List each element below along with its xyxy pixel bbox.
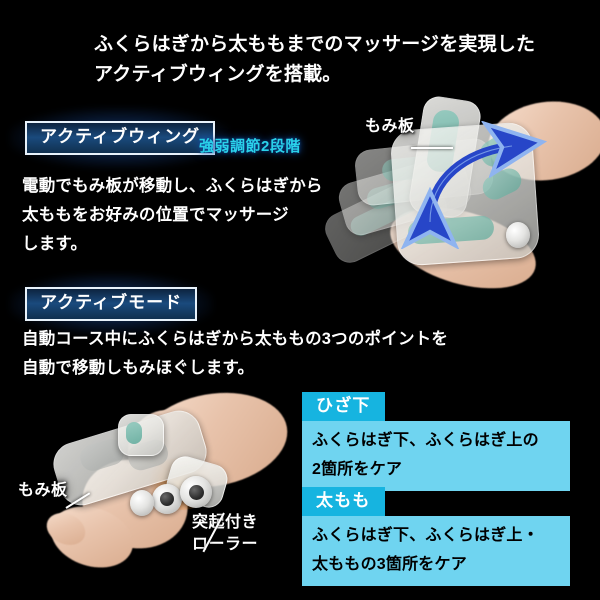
- section-body-active-wing: 電動でもみ板が移動し、ふくらはぎから 太ももをお好みの位置でマッサージ します。: [22, 177, 323, 253]
- section-label-active-mode: アクティブモード: [25, 287, 198, 321]
- callout-roller: 突起付き ローラー: [192, 514, 259, 553]
- section-label-active-mode-wrap: アクティブモード: [25, 287, 198, 321]
- callout-momiita-bottom: もみ板: [18, 482, 68, 499]
- page-headline: ふくらはぎから太ももまでのマッサージを実現した アクティブウィングを搭載。: [94, 34, 536, 85]
- info-card-thigh-body: ふくらはぎ下、ふくらはぎ上・ 太ももの3箇所をケア: [302, 515, 570, 586]
- product-illustration-top: [319, 94, 600, 304]
- device-hinge-cushion: [126, 422, 142, 444]
- callout-momiita-top-leader: [411, 147, 453, 149]
- info-card-thigh: 太もも ふくらはぎ下、ふくらはぎ上・ 太ももの3箇所をケア: [302, 487, 570, 586]
- roller-stud-left: [160, 492, 174, 506]
- info-card-below-knee-body: ふくらはぎ下、ふくらはぎ上の 2箇所をケア: [302, 420, 570, 491]
- section-label-active-wing-wrap: アクティブウィング: [25, 121, 216, 155]
- movement-arrow-icon: [408, 126, 538, 244]
- callout-momiita-top: もみ板: [365, 118, 415, 135]
- info-card-below-knee: ひざ下 ふくらはぎ下、ふくらはぎ上の 2箇所をケア: [302, 392, 570, 491]
- section-label-active-wing: アクティブウィング: [25, 121, 216, 155]
- roller-stud-right: [189, 485, 204, 500]
- info-card-below-knee-tab: ひざ下: [302, 392, 385, 421]
- info-card-thigh-tab: 太もも: [302, 487, 385, 516]
- section-body-active-mode: 自動コース中にふくらはぎから太ももの3つのポイントを 自動で移動しもみほぐします…: [22, 330, 449, 377]
- roller-end-cap: [130, 490, 154, 516]
- section-note-strength-levels: 強弱調節2段階: [199, 138, 301, 155]
